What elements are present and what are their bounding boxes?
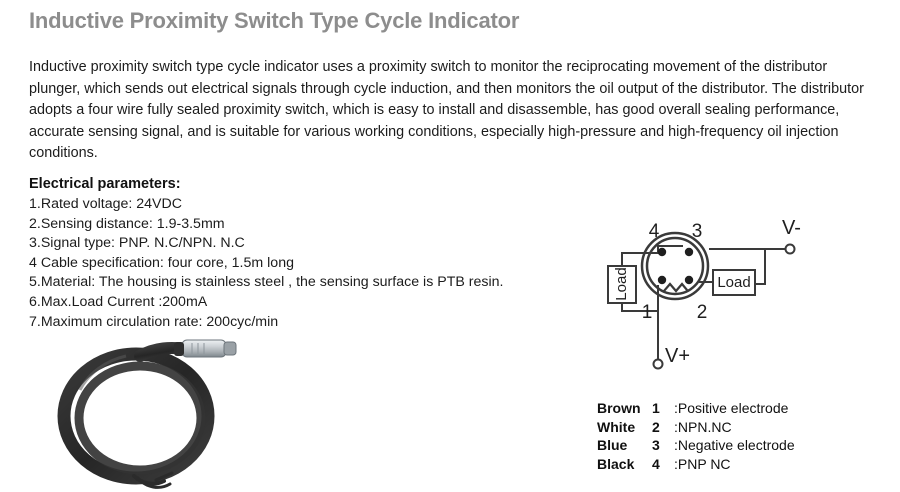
- legend-description: :Positive electrode: [674, 400, 789, 416]
- terminal-v-plus: [652, 358, 664, 370]
- terminal-v-minus: [784, 243, 796, 255]
- sensor-cable-collar: [174, 342, 184, 356]
- parameter-item: 1.Rated voltage: 24VDC: [29, 196, 183, 212]
- connector-inner-ring: [645, 236, 705, 296]
- legend-wire-color: Brown: [597, 400, 641, 416]
- legend-pin-number: 2: [652, 418, 660, 435]
- connector-pin-3: [684, 247, 694, 257]
- legend-description: :NPN.NC: [674, 418, 732, 435]
- electrical-parameters-list: 1.Rated voltage: 24VDC 2.Sensing distanc…: [29, 195, 589, 332]
- cable-wire-end: [154, 471, 174, 482]
- legend-description: :Negative electrode: [674, 437, 795, 453]
- pin-label-1: 1: [642, 302, 653, 323]
- pin-label-3: 3: [692, 221, 703, 242]
- legend-row: Blue 3 :Negative electrode: [597, 436, 795, 455]
- legend-wire-color: White: [597, 418, 636, 435]
- legend-row: Black 4 :PNP NC: [597, 455, 795, 474]
- load-box-right-label: Load: [717, 274, 750, 291]
- load-box-left-label: Load: [613, 267, 630, 300]
- legend-row: Brown 1 :Positive electrode: [597, 399, 795, 418]
- load-box-right: [712, 269, 756, 296]
- intro-paragraph: Inductive proximity switch type cycle in…: [29, 59, 864, 161]
- pin-label-4: 4: [649, 221, 660, 242]
- wiring-diagram-svg: Load Load 4 3 1 2 V- V+: [607, 217, 801, 370]
- legend-wire-color: Blue: [597, 437, 628, 453]
- cable-coil-inner: [74, 361, 206, 475]
- parameter-item: 3.Signal type: PNP. N.C/NPN. N.C: [29, 235, 245, 252]
- connector-keyway-notch: [662, 282, 689, 293]
- legend-pin-number: 1: [652, 400, 660, 416]
- cable-wire-end: [136, 476, 172, 489]
- sensor-sensing-face: [223, 341, 237, 356]
- coiled-cable-illustration: [57, 339, 237, 489]
- terminal-label-v-plus: V+: [665, 345, 690, 367]
- pin-legend: Brown 1 :Positive electrode White 2 :NPN…: [597, 399, 795, 473]
- cable-highlight: [78, 354, 127, 391]
- connector-pin-1: [657, 275, 667, 285]
- electrical-parameters-section: Electrical parameters: 1.Rated voltage: …: [29, 176, 589, 332]
- legend-pin-number: 3: [652, 437, 660, 453]
- page-title: Inductive Proximity Switch Type Cycle In…: [29, 8, 520, 33]
- parameter-item: 7.Maximum circulation rate: 200cyc/min: [29, 313, 279, 330]
- parameter-item: 4 Cable specification: four core, 1.5m l…: [29, 254, 294, 271]
- connector-pin-2: [684, 275, 694, 285]
- cable-coil-outer: [57, 347, 215, 485]
- legend-pin-number: 4: [652, 455, 660, 472]
- cable-wire-end: [132, 474, 166, 486]
- parameter-item: 6.Max.Load Current :200mA: [29, 293, 208, 310]
- legend-row: White 2 :NPN.NC: [597, 418, 795, 437]
- connector-outer-ring: [640, 231, 710, 301]
- connector-pin-4: [657, 247, 667, 257]
- load-box-left: [607, 265, 637, 304]
- legend-wire-color: Black: [597, 455, 635, 472]
- electrical-parameters-heading: Electrical parameters:: [29, 176, 181, 192]
- pin-label-2: 2: [697, 302, 708, 323]
- product-photo: [22, 330, 312, 490]
- terminal-label-v-minus: V-: [782, 217, 801, 239]
- parameter-item: 5.Material: The housing is stainless ste…: [29, 274, 504, 291]
- wiring-diagram: Load Load 4 3 1 2 V- V+: [600, 214, 900, 389]
- parameter-item: 2.Sensing distance: 1.9-3.5mm: [29, 215, 225, 232]
- legend-description: :PNP NC: [674, 455, 731, 472]
